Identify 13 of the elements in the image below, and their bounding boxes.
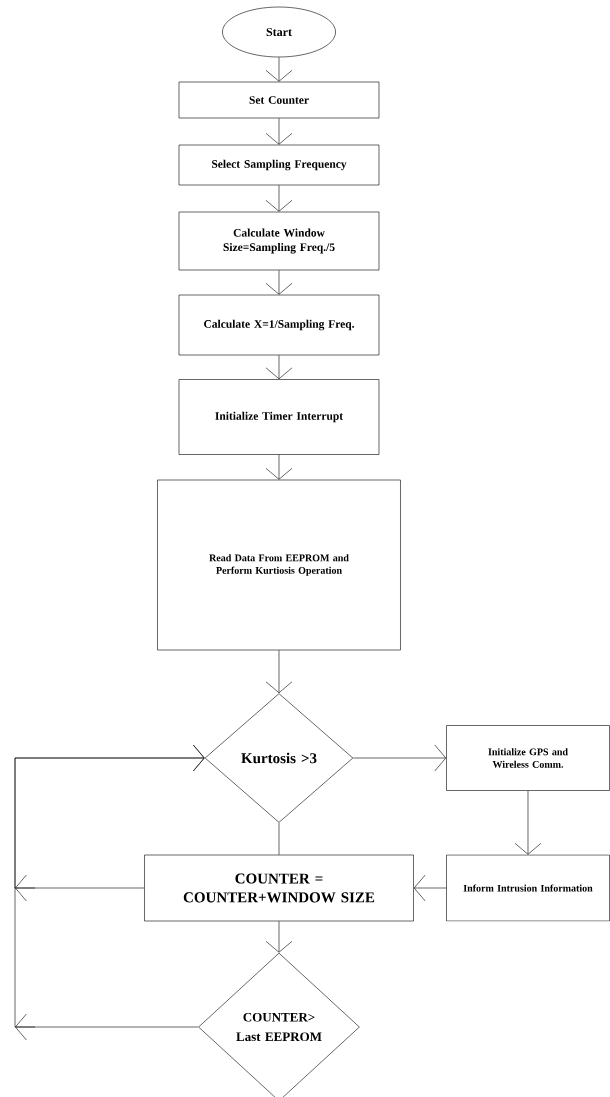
- process-box: Select Sampling Frequency: [178, 144, 380, 186]
- process-box: Calculate Window Size=Sampling Freq./5: [178, 211, 380, 271]
- process-box: Initialize Timer Interrupt: [178, 379, 380, 455]
- arrow: [14, 744, 205, 1041]
- process-box: Initialize GPS and Wireless Comm.: [446, 725, 610, 791]
- process-box: Read Data From EEPROM and Perform Kurtiosis Operation: [157, 479, 401, 651]
- arrow: [514, 790, 542, 855]
- process-box: Inform Intrusion Information: [446, 854, 610, 922]
- process-box: COUNTER = COUNTER+WINDOW SIZE: [144, 854, 414, 922]
- process-box: Set Counter: [178, 81, 380, 119]
- arrow: [353, 744, 447, 772]
- process-box: Calculate X=1/Sampling Freq.: [178, 294, 380, 356]
- start-terminator: Start: [222, 6, 336, 58]
